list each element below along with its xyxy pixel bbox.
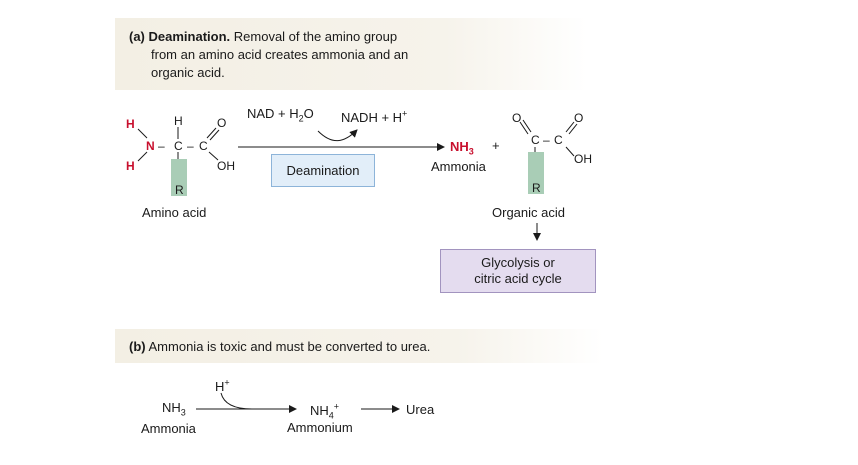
bond-oa-o-right-2 — [568, 123, 578, 135]
bond-co-1 — [206, 127, 217, 139]
amino-acid-h-top: H — [174, 114, 183, 128]
plus-sign: + — [492, 138, 500, 153]
panel-a-text-line2: from an amino acid creates ammonia and a… — [151, 47, 409, 62]
ammonia-name: Ammonia — [431, 159, 486, 174]
glycolysis-line1: Glycolysis or — [481, 255, 555, 270]
amino-acid-name: Amino acid — [142, 205, 207, 220]
organic-acid-c1: C — [531, 133, 540, 147]
organic-acid-oh: OH — [574, 152, 592, 166]
panel-b-label: (b) — [129, 339, 146, 354]
bond-c-c: – — [187, 139, 194, 153]
nh3-name: Ammonia — [141, 421, 196, 436]
nh3-formula: NH3 — [162, 400, 186, 418]
organic-acid-c2: C — [554, 133, 563, 147]
bond-h-n-lower — [137, 151, 148, 162]
ammonia-formula: NH3 — [450, 139, 474, 157]
glycolysis-line2: citric acid cycle — [474, 271, 562, 286]
panel-a-caption: (a) Deamination. Removal of the amino gr… — [115, 18, 587, 90]
cofactor-in: NAD + H2O — [247, 106, 314, 124]
glycolysis-pathway-box: Glycolysis or citric acid cycle — [440, 249, 596, 293]
organic-acid-name: Organic acid — [492, 205, 565, 220]
organic-acid-r: R — [532, 181, 541, 195]
organic-acid-r-group-box — [528, 152, 544, 194]
panel-a-caption-line1: (a) Deamination. Removal of the amino gr… — [129, 28, 397, 45]
panel-a-label: (a) — [129, 29, 145, 44]
amino-acid-n: N — [146, 139, 155, 153]
h-plus: H+ — [215, 377, 230, 394]
organic-acid-bond-c-c: – — [543, 133, 550, 147]
panel-a-text-line3: organic acid. — [151, 65, 225, 80]
bond-oa-o-left-2 — [522, 119, 532, 133]
bond-co-2 — [209, 129, 220, 141]
amino-acid-c2: C — [199, 139, 208, 153]
amino-acid-o: O — [217, 116, 227, 130]
amino-acid-h-upper-left: H — [126, 117, 135, 131]
panel-b-caption: (b) Ammonia is toxic and must be convert… — [115, 329, 603, 363]
panel-b-text: Ammonia is toxic and must be converted t… — [148, 339, 431, 354]
bond-h-n-upper — [137, 128, 148, 139]
organic-acid-o-left: O — [512, 111, 522, 125]
amino-acid-oh: OH — [217, 159, 235, 173]
cofactor-curved-arrow — [317, 129, 358, 142]
amino-acid-h-lower-left: H — [126, 159, 135, 173]
panel-a-text-line1: Removal of the amino group — [233, 29, 398, 44]
bond-n-c: – — [158, 139, 165, 153]
bond-c-oh — [208, 151, 219, 161]
bond-oa-c-oh — [565, 146, 575, 157]
amino-acid-c1: C — [174, 139, 183, 153]
bond-oa-o-right-1 — [565, 121, 575, 133]
bond-oa-o-left-1 — [519, 121, 529, 135]
deamination-process-box: Deamination — [271, 154, 375, 187]
amino-acid-r-group-box — [171, 159, 187, 196]
amino-acid-r: R — [175, 183, 184, 197]
panel-a-title: Deamination. — [148, 29, 231, 44]
urea: Urea — [406, 402, 435, 417]
organic-acid-o-right: O — [574, 111, 584, 125]
nh4-name: Ammonium — [287, 420, 353, 435]
cofactor-out: NADH + H+ — [341, 108, 408, 125]
panel-b-caption-text: (b) Ammonia is toxic and must be convert… — [129, 338, 430, 355]
h-plus-curved-arrow — [220, 392, 253, 410]
nh4-formula: NH4+ — [310, 401, 340, 421]
